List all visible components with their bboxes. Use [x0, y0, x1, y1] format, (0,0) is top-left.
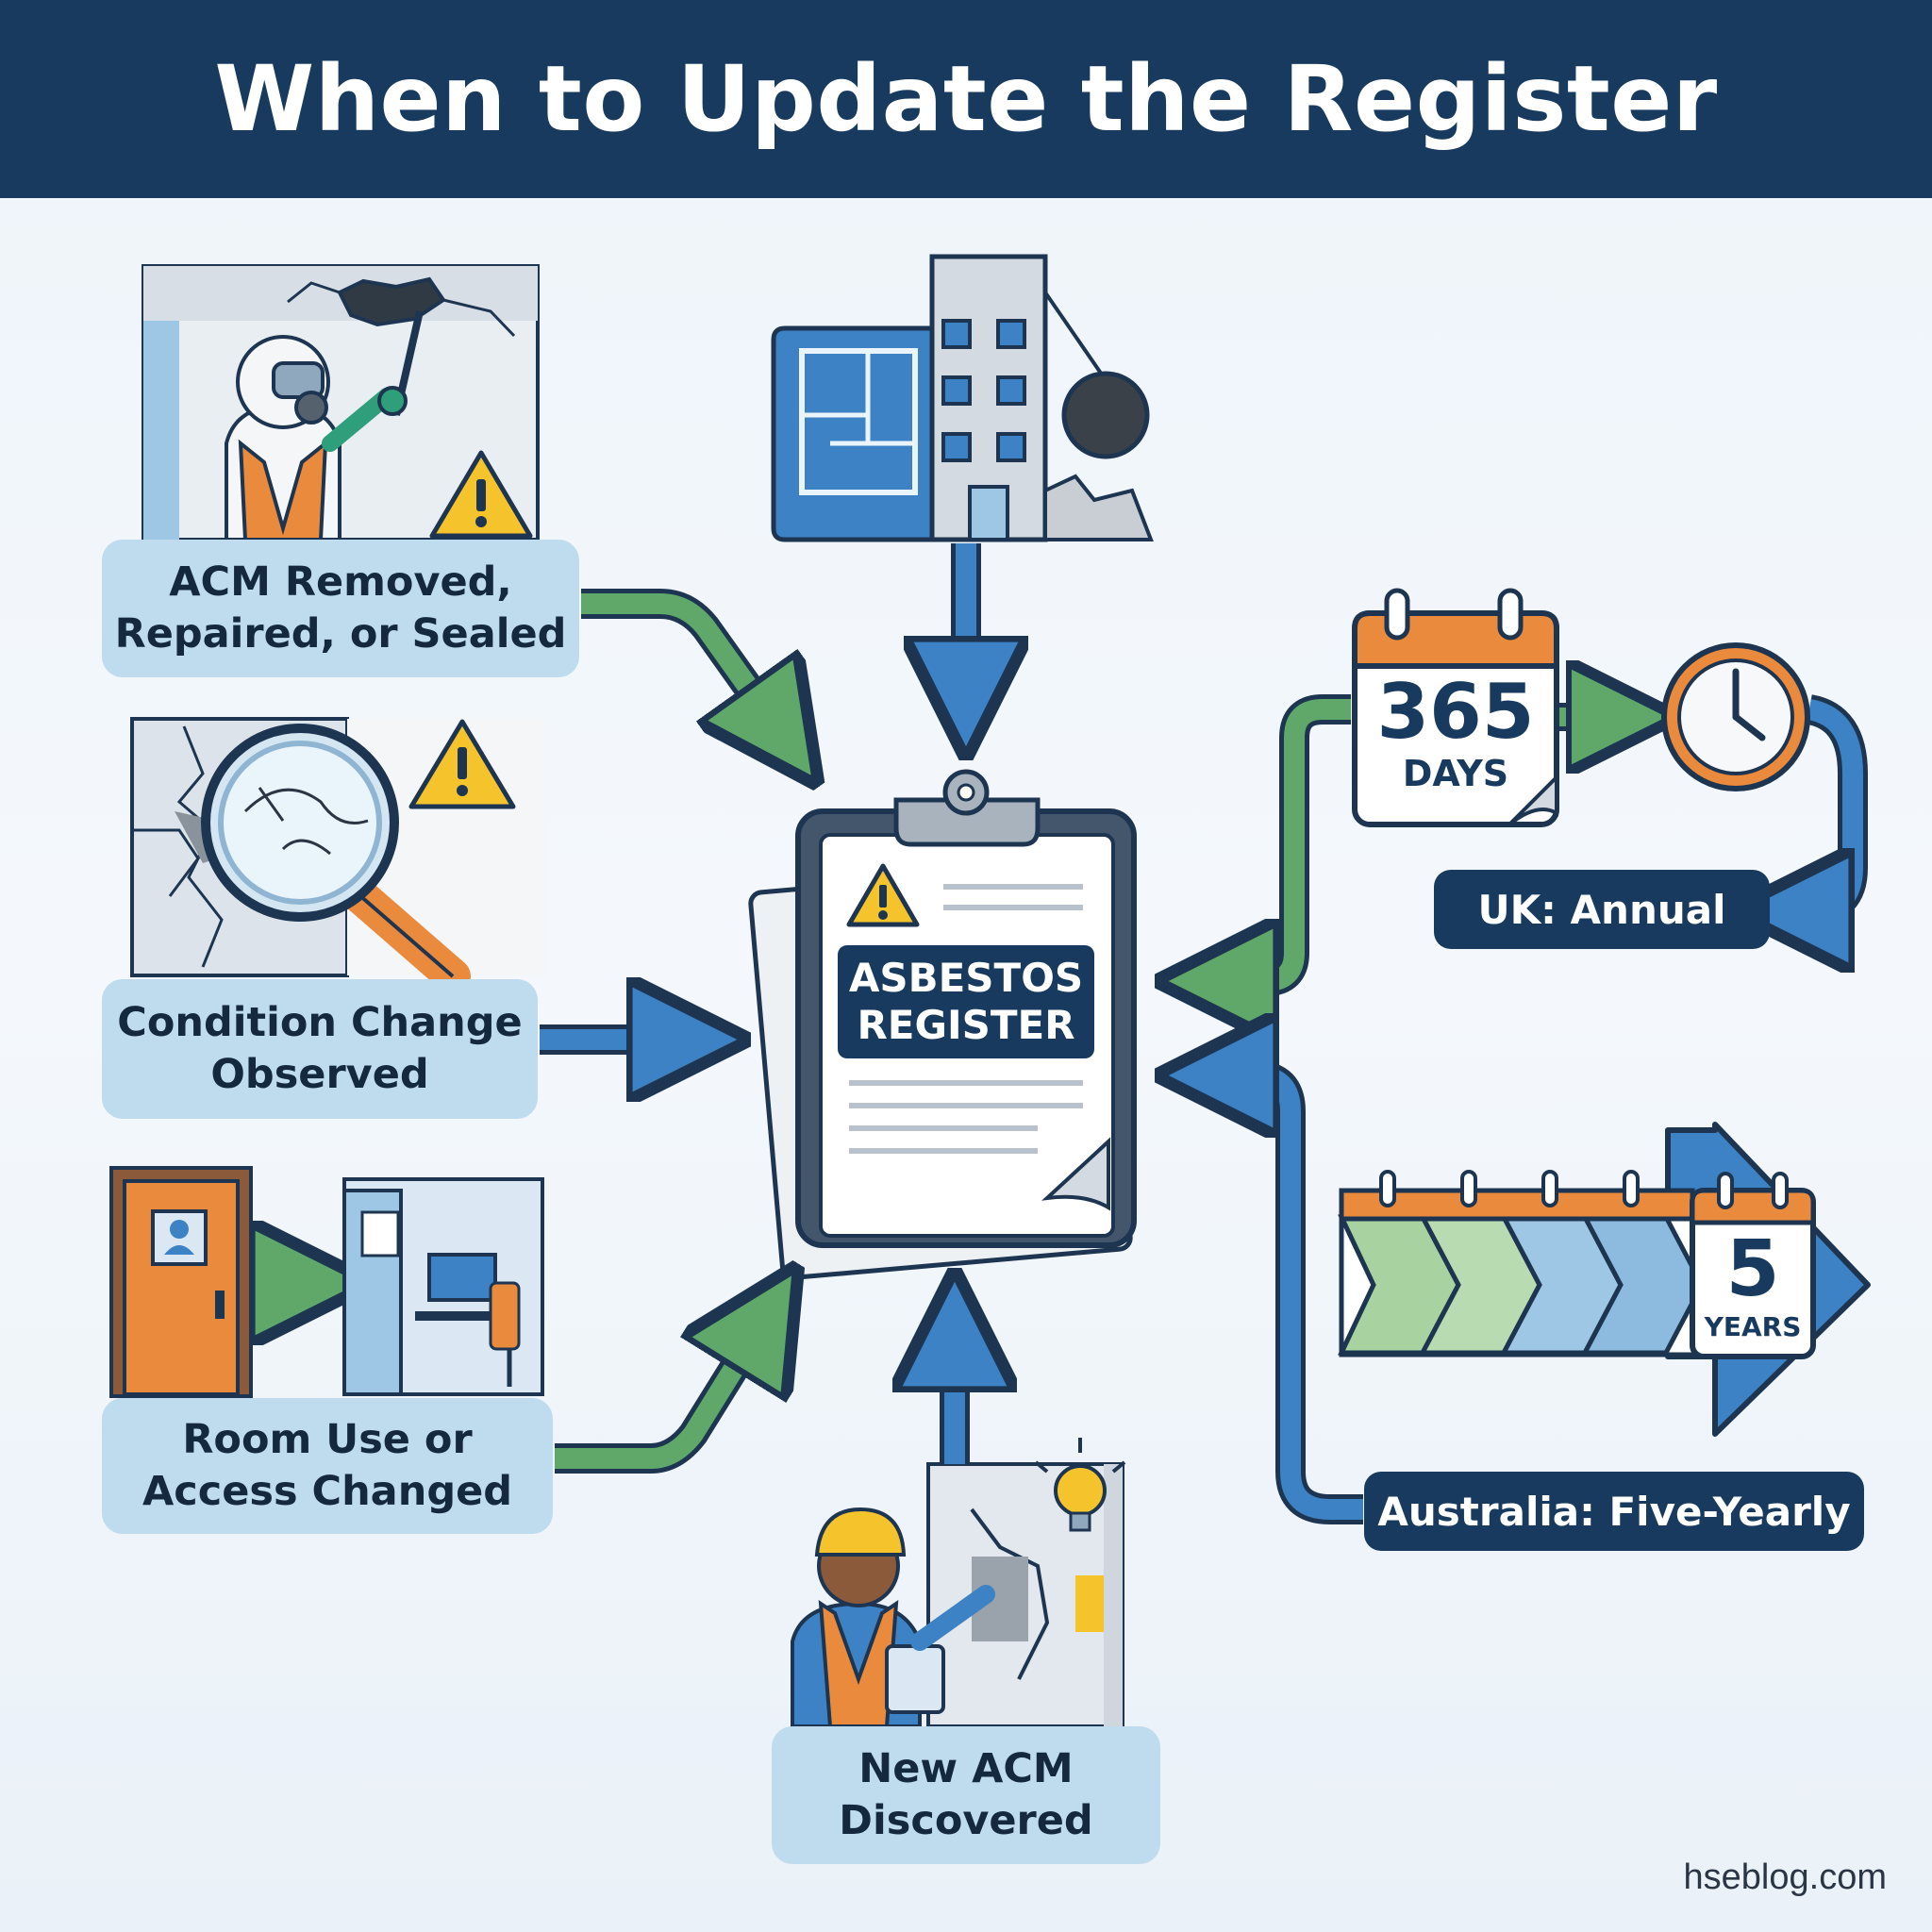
trigger-new-acm-label: New ACM Discovered — [772, 1726, 1160, 1864]
trigger-line: Room Use or — [182, 1416, 473, 1463]
trigger-acm-removed-label: ACM Removed, Repaired, or Sealed — [102, 540, 579, 677]
uk-days-unit: DAYS — [1402, 753, 1509, 794]
australia-years-unit: YEARS — [1704, 1311, 1802, 1342]
trigger-line: Repaired, or Sealed — [114, 610, 567, 658]
uk-days-count: 365 — [1376, 668, 1535, 756]
trigger-room-use-label: Room Use or Access Changed — [102, 1398, 553, 1534]
trigger-line: Discovered — [839, 1797, 1093, 1844]
page-title: When to Update the Register — [214, 46, 1718, 152]
new-acm-illustration — [791, 1438, 1126, 1728]
trigger-line: ACM Removed, — [169, 558, 512, 606]
arrow-uk-annual — [1217, 699, 1351, 981]
lightbulb-icon — [1054, 1464, 1107, 1517]
australia-years-count: 5 — [1725, 1224, 1780, 1314]
asbestos-register-clipboard — [748, 769, 1137, 1280]
arrow-room-use — [555, 1317, 766, 1469]
trigger-line: Condition Change — [117, 999, 523, 1046]
condition-change-illustration — [130, 717, 545, 994]
trigger-line: Observed — [210, 1051, 429, 1098]
five-year-timeline — [1338, 1122, 1871, 1437]
register-title: ASBESTOS REGISTER — [838, 945, 1094, 1058]
clock-icon — [1661, 642, 1810, 791]
register-title-line1: ASBESTOS — [848, 955, 1084, 1001]
acm-removal-illustration — [142, 264, 540, 541]
arrow-australia-five-yearly — [1217, 1075, 1363, 1520]
trigger-condition-change-label: Condition Change Observed — [102, 979, 538, 1119]
room-use-illustration — [109, 1166, 544, 1398]
australia-five-yearly-pill: Australia: Five-Yearly — [1364, 1472, 1864, 1551]
register-title-line2: REGISTER — [857, 1002, 1075, 1048]
trigger-line: Access Changed — [142, 1468, 513, 1515]
building-plan-illustration — [771, 254, 1154, 542]
title-banner: When to Update the Register — [0, 0, 1932, 198]
source-credit: hseblog.com — [1683, 1857, 1887, 1897]
arrow-acm-removed — [581, 593, 783, 736]
trigger-line: New ACM — [858, 1745, 1074, 1792]
wrecking-ball-icon — [1061, 371, 1150, 459]
hard-hat-icon — [814, 1507, 907, 1557]
calendar-icon — [1352, 588, 1559, 827]
uk-annual-pill: UK: Annual — [1434, 870, 1770, 949]
